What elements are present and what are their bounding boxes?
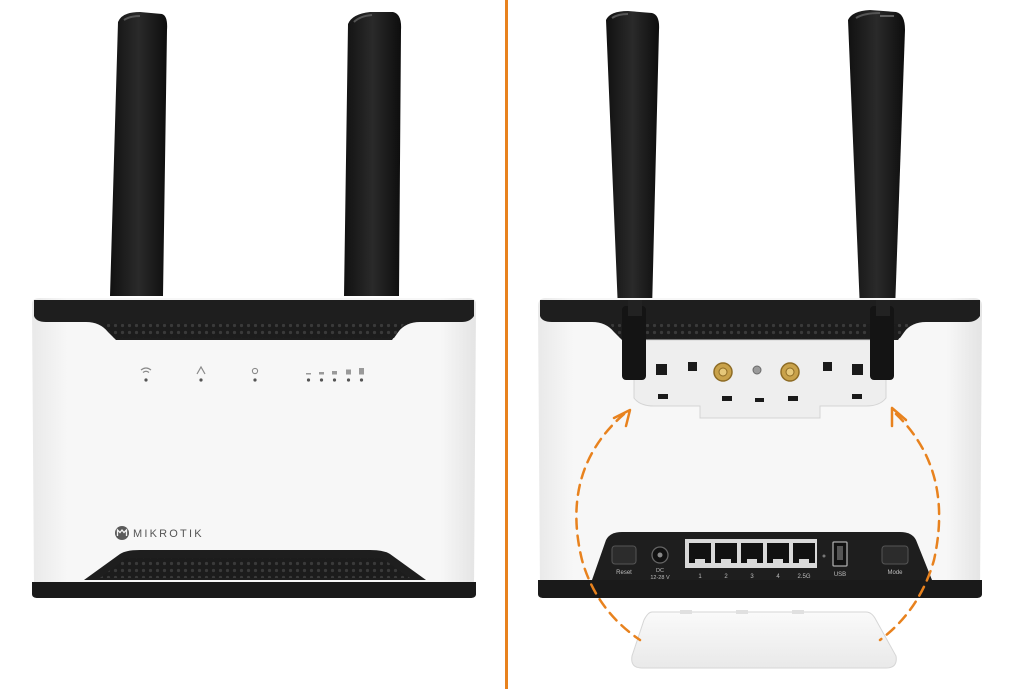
dc-label: DC bbox=[656, 568, 664, 574]
usb-port[interactable] bbox=[832, 541, 848, 567]
right-arrowhead-icon bbox=[890, 406, 908, 428]
mode-button[interactable] bbox=[881, 545, 909, 565]
dc-power-jack[interactable] bbox=[651, 546, 669, 564]
front-device-body bbox=[32, 298, 476, 598]
antenna-connector-panel bbox=[633, 339, 887, 419]
port-panel: Reset DC 12-28 V bbox=[538, 532, 982, 598]
back-view: Reset DC 12-28 V bbox=[538, 10, 982, 669]
right-dashed-arc bbox=[878, 412, 941, 642]
back-antenna-hinges bbox=[622, 300, 894, 380]
usb-label: USB bbox=[834, 572, 846, 578]
brand-text: MIKROTIK bbox=[133, 528, 204, 540]
back-left-antenna bbox=[606, 11, 660, 310]
removable-cover bbox=[631, 610, 897, 669]
voltage-label: 12-28 V bbox=[650, 575, 670, 581]
front-right-antenna bbox=[344, 12, 402, 296]
left-arrowhead-icon bbox=[612, 408, 632, 428]
reset-button[interactable] bbox=[611, 545, 637, 565]
left-dashed-arc bbox=[575, 412, 642, 642]
mode-label: Mode bbox=[887, 570, 903, 576]
port-2-label: 2 bbox=[724, 574, 728, 580]
ethernet-port-1[interactable] bbox=[689, 543, 711, 563]
ethernet-port-3[interactable] bbox=[741, 543, 763, 563]
front-view: MIKROTIK bbox=[32, 12, 476, 598]
ethernet-port-4[interactable] bbox=[767, 543, 789, 563]
internet-icon bbox=[196, 365, 206, 382]
ethernet-port-5[interactable] bbox=[793, 543, 815, 563]
port-5-label: 2.5G bbox=[797, 574, 810, 580]
wifi-icon bbox=[140, 367, 152, 382]
port-1-label: 1 bbox=[698, 574, 702, 580]
back-right-antenna bbox=[848, 10, 905, 310]
reset-label: Reset bbox=[616, 570, 632, 576]
sma-connector-right bbox=[780, 362, 800, 382]
orange-divider-line bbox=[505, 0, 508, 689]
front-led-indicators bbox=[140, 365, 364, 382]
port-3-label: 3 bbox=[750, 574, 754, 580]
signal-strength-icon bbox=[306, 368, 364, 382]
mikrotik-logo: MIKROTIK bbox=[115, 526, 204, 540]
sma-connector-left bbox=[713, 362, 733, 382]
power-icon bbox=[251, 367, 259, 382]
ethernet-port-2[interactable] bbox=[715, 543, 737, 563]
port-4-label: 4 bbox=[776, 574, 780, 580]
rotation-arrows bbox=[575, 406, 941, 642]
front-left-antenna bbox=[110, 12, 168, 296]
